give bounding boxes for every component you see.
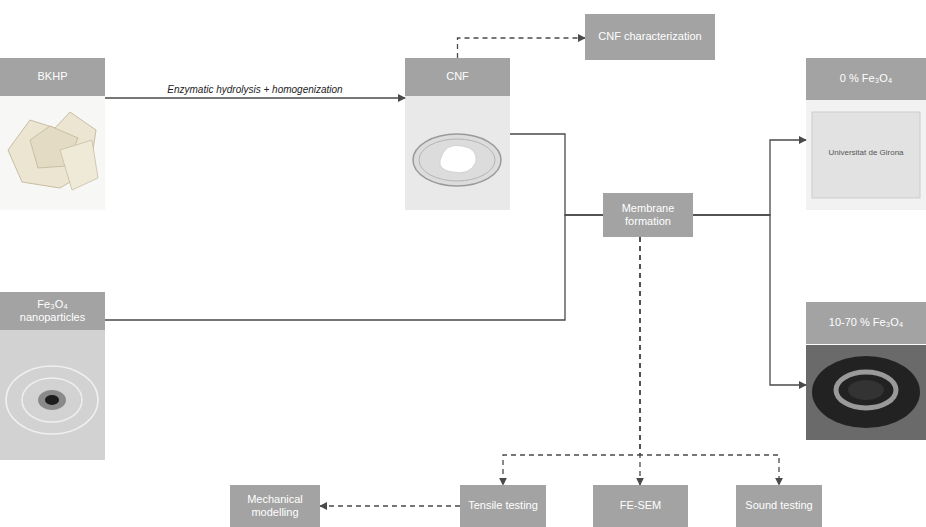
result-box: 10-70 % Fe₃O₄ xyxy=(806,302,926,440)
flow-arrow xyxy=(510,134,603,215)
flow-arrow xyxy=(105,215,603,320)
membrane-photo xyxy=(806,345,926,440)
box-label: 10-70 % Fe₃O₄ xyxy=(829,316,903,329)
cnf-gel xyxy=(440,145,476,173)
dashed-arrow xyxy=(320,505,460,506)
flow-arrow xyxy=(693,215,806,385)
flow-arrow xyxy=(693,140,806,215)
dashed-arrow xyxy=(458,38,586,58)
dashed-arrow xyxy=(503,237,640,485)
paper-fold xyxy=(60,140,98,190)
dashed-arrow xyxy=(640,237,779,485)
holder-center xyxy=(848,380,884,400)
material-box: BKHP xyxy=(0,58,105,210)
box-label: Fe₃O₄ nanoparticles xyxy=(6,298,99,324)
analysis-box: Sound testing xyxy=(736,485,822,527)
ring xyxy=(6,366,98,434)
powder-core xyxy=(45,395,59,405)
box-header: CNF characterization xyxy=(585,14,715,60)
box-label: Mechanical modelling xyxy=(236,493,314,519)
box-label: Membrane formation xyxy=(609,202,687,228)
photo-text: Universitat de Girona xyxy=(828,148,903,157)
box-label: CNF characterization xyxy=(598,30,701,43)
analysis-box: CNF characterization xyxy=(585,14,715,60)
analysis-box: Tensile testing xyxy=(460,485,546,527)
clear-membrane xyxy=(812,112,920,198)
result-box: 0 % Fe₃O₄ xyxy=(806,58,926,210)
membrane-photo xyxy=(806,100,926,210)
box-header: Mechanical modelling xyxy=(230,485,320,527)
box-header: BKHP xyxy=(0,58,105,96)
box-header: Membrane formation xyxy=(603,193,693,237)
box-label: BKHP xyxy=(38,70,68,83)
edge-label: Enzymatic hydrolysis + homogenization xyxy=(165,84,344,95)
material-box: CNF xyxy=(405,58,510,210)
flow-arrow xyxy=(105,97,405,98)
paper-photo xyxy=(0,96,105,210)
cnf-photo xyxy=(405,96,510,210)
box-header: 0 % Fe₃O₄ xyxy=(806,58,926,100)
box-header: Tensile testing xyxy=(460,485,546,527)
box-label: 0 % Fe₃O₄ xyxy=(840,72,892,85)
box-header: FE-SEM xyxy=(593,485,688,527)
ring xyxy=(22,378,82,422)
petri-dish xyxy=(413,134,501,186)
petri-rim xyxy=(419,139,495,181)
process-box: Membrane formation xyxy=(603,193,693,237)
box-header: 10-70 % Fe₃O₄ xyxy=(806,302,926,344)
box-label: Sound testing xyxy=(745,499,812,512)
box-label: FE-SEM xyxy=(620,499,662,512)
powder xyxy=(38,390,66,410)
analysis-box: FE-SEM xyxy=(593,485,688,527)
particles-photo xyxy=(0,330,105,460)
holder-ring xyxy=(836,372,896,408)
box-label: CNF xyxy=(446,70,469,83)
analysis-box: Mechanical modelling xyxy=(230,485,320,527)
material-box: Fe₃O₄ nanoparticles xyxy=(0,292,105,460)
box-header: Fe₃O₄ nanoparticles xyxy=(0,292,105,330)
box-header: CNF xyxy=(405,58,510,96)
box-label: Tensile testing xyxy=(468,499,538,512)
box-header: Sound testing xyxy=(736,485,822,527)
magnetic-membrane xyxy=(812,356,920,428)
